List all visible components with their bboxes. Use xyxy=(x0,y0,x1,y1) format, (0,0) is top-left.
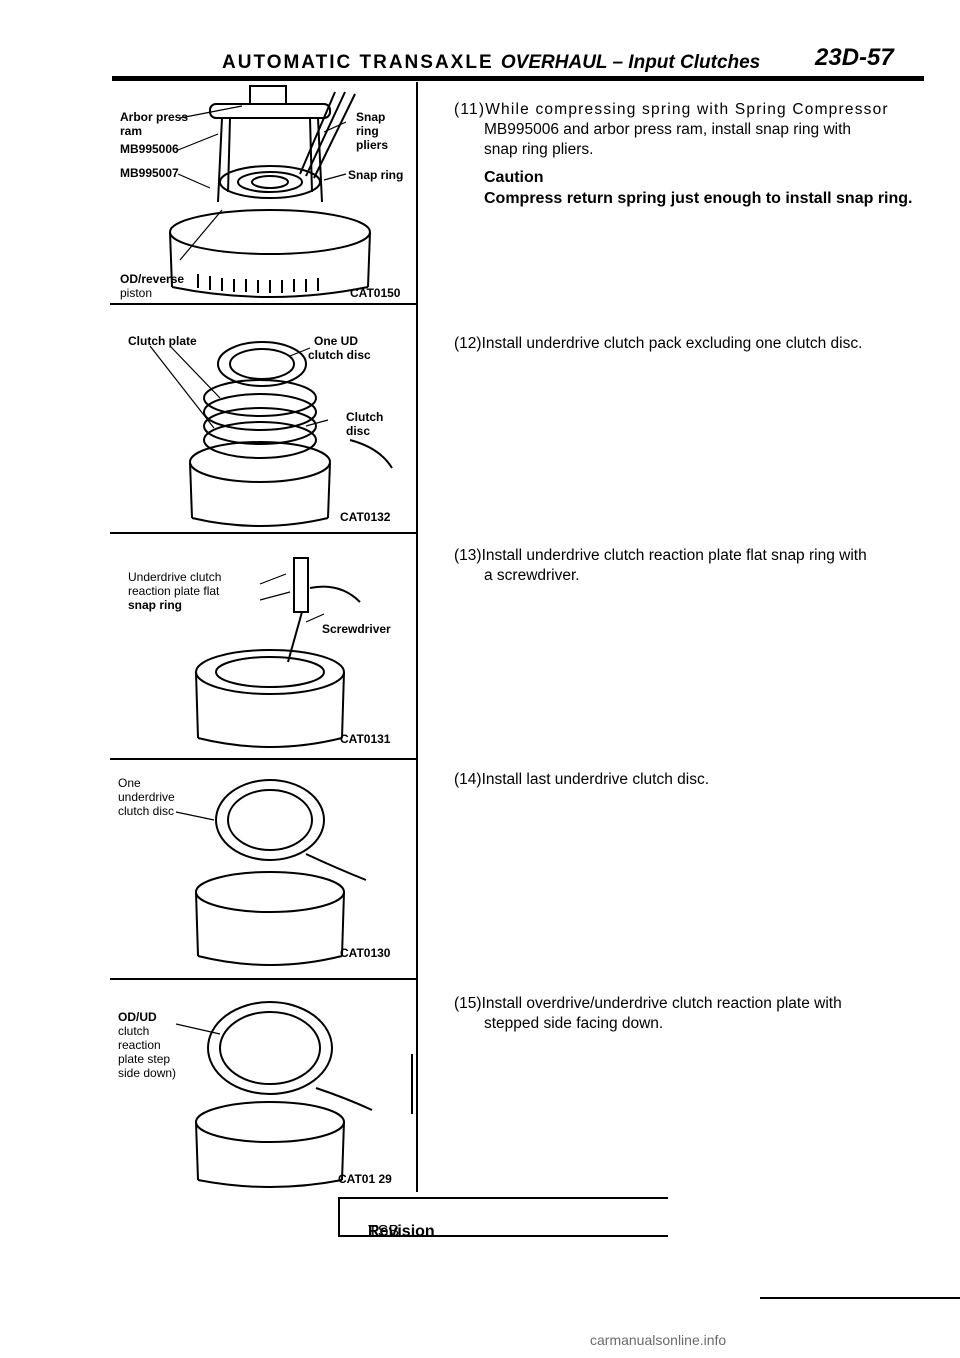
page-number: 23D-57 xyxy=(815,44,894,71)
label-snap-ring: Snap ring xyxy=(348,168,404,182)
label-clutch: clutch xyxy=(118,1024,150,1038)
label-clutch: Clutch xyxy=(346,410,384,424)
figure-4-drawing xyxy=(175,779,367,966)
step-14: (14)Install last underdrive clutch disc. xyxy=(454,771,710,788)
label-ram: ram xyxy=(120,124,143,138)
figure-snap-ring-screwdriver: Underdrive clutch reaction plate flat sn… xyxy=(110,552,416,752)
bottom-rule xyxy=(760,1297,960,1299)
step-11: (11)While compressing spring with Spring… xyxy=(454,100,924,209)
step-11-line-1: (11)While compressing spring with Spring… xyxy=(454,101,889,118)
figure-code: CAT01 29 xyxy=(338,1172,392,1186)
label-one: One xyxy=(118,776,141,790)
step-15: (15)Install overdrive/underdrive clutch … xyxy=(454,994,924,1034)
header-subsection: OVERHAUL – Input Clutches xyxy=(500,52,761,73)
step-12-text: Install underdrive clutch pack excluding… xyxy=(481,335,863,352)
label-reaction: reaction xyxy=(118,1038,161,1052)
figure-reaction-plate: OD/UD clutch reaction plate step side do… xyxy=(110,994,416,1192)
watermark: carmanualsonline.info xyxy=(590,1332,727,1348)
figure-divider xyxy=(110,758,416,760)
figure-divider xyxy=(110,978,416,980)
label-mb995007: MB995007 xyxy=(120,166,179,180)
label-side-down: side down) xyxy=(118,1066,177,1080)
page-header-title: AUTOMATIC TRANSAXLE OVERHAUL – Input Clu… xyxy=(222,52,760,74)
label-ring: ring xyxy=(356,124,379,138)
label-piston: piston xyxy=(120,286,153,300)
header-section: AUTOMATIC TRANSAXLE xyxy=(222,52,494,73)
caution-text: Compress return spring just enough to in… xyxy=(484,190,913,207)
label-reaction-plate-flat: reaction plate flat xyxy=(128,584,220,598)
label-plate-step: plate step xyxy=(118,1052,171,1066)
figure-code: CAT0130 xyxy=(340,946,391,960)
figure-2-drawing xyxy=(149,341,393,527)
figure-5-drawing xyxy=(175,1001,413,1188)
figure-code: CAT0150 xyxy=(350,286,401,300)
step-11-line-3: snap ring pliers. xyxy=(484,141,594,158)
step-15-line-2: stepped side facing down. xyxy=(484,1015,664,1032)
label-od-ud: OD/UD xyxy=(118,1010,157,1024)
figure-divider xyxy=(110,532,416,534)
figure-code: CAT0131 xyxy=(340,732,391,746)
figure-snap-ring-install: Arbor press ram MB995006 MB995007 Snap r… xyxy=(110,82,416,302)
figure-3-drawing xyxy=(195,557,361,748)
step-13-line-2: a screwdriver. xyxy=(484,567,580,584)
label-mb995006: MB995006 xyxy=(120,142,179,156)
label-snap: Snap xyxy=(356,110,386,124)
figure-code: CAT0132 xyxy=(340,510,391,524)
label-underdrive: underdrive xyxy=(118,790,175,804)
label-clutch-disc: clutch disc xyxy=(308,348,371,362)
figure-column: Arbor press ram MB995006 MB995007 Snap r… xyxy=(110,82,418,1192)
caution-title: Caution xyxy=(484,169,544,186)
figure-1-drawing xyxy=(169,85,371,298)
label-snap-ring: snap ring xyxy=(128,598,183,612)
label-disc: disc xyxy=(346,424,371,438)
step-13: (13)Install underdrive clutch reaction p… xyxy=(454,546,924,586)
step-14-text: Install last underdrive clutch disc. xyxy=(481,771,710,788)
figure-divider xyxy=(110,303,416,305)
figure-clutch-pack: Clutch plate One UD clutch disc Clutch d… xyxy=(110,328,416,528)
label-underdrive-clutch: Underdrive clutch xyxy=(128,570,222,584)
figure-last-clutch-disc: One underdrive clutch disc CAT0130 xyxy=(110,772,416,972)
label-screwdriver: Screwdriver xyxy=(322,622,391,636)
label-clutch-disc: clutch disc xyxy=(118,804,175,818)
label-clutch-plate: Clutch plate xyxy=(128,334,197,348)
step-15-line-1: (15)Install overdrive/underdrive clutch … xyxy=(454,995,842,1012)
label-od-reverse: OD/reverse xyxy=(120,272,185,286)
tsb-revision-box: TSB Revision xyxy=(338,1197,668,1240)
header-rule xyxy=(112,76,924,81)
column-divider xyxy=(416,82,418,1192)
step-11-line-2: MB995006 and arbor press ram, install sn… xyxy=(484,121,852,138)
label-one-ud: One UD xyxy=(314,334,359,348)
step-12: (12)Install underdrive clutch pack exclu… xyxy=(454,335,863,352)
label-arbor-press: Arbor press xyxy=(120,110,189,124)
label-pliers: pliers xyxy=(356,138,389,152)
step-13-line-1: (13)Install underdrive clutch reaction p… xyxy=(454,547,867,564)
